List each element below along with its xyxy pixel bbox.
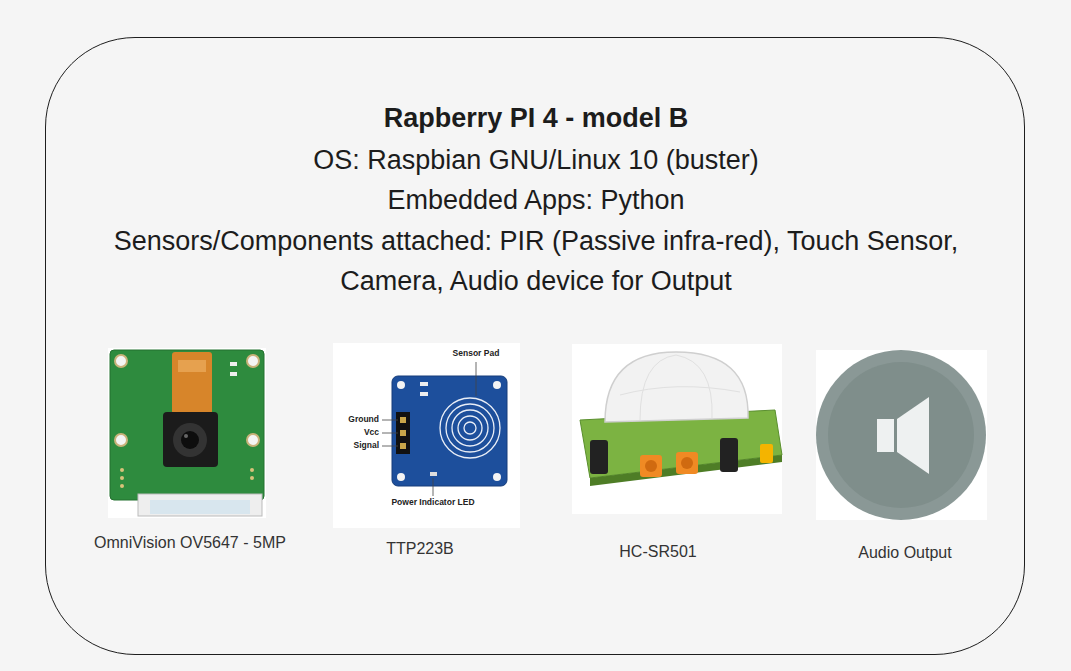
leader-line	[476, 362, 477, 396]
pin-name: Signal	[353, 441, 379, 450]
leader-line	[382, 433, 398, 434]
pin-name: Ground	[348, 415, 379, 424]
board-heading: Rapberry PI 4 - model B	[86, 98, 986, 138]
board-spec-line: Embedded Apps: Python	[86, 180, 986, 220]
pir-sensor-tile: HC-SR501	[559, 344, 757, 559]
part-callout: Sensor Pad	[453, 349, 500, 358]
leader-line	[382, 446, 398, 447]
component-caption: HC-SR501	[559, 542, 757, 562]
pin-name: Vcc	[364, 428, 379, 437]
part-callout: Power Indicator LED	[391, 498, 474, 507]
leader-line	[433, 478, 434, 496]
pir-sensor-picture	[572, 344, 782, 514]
leader-line	[382, 420, 398, 421]
touch-sensor-picture	[333, 343, 520, 528]
component-caption: Audio Output	[803, 543, 1007, 563]
board-spec-line: Sensors/Components attached: PIR (Passiv…	[96, 221, 976, 301]
component-caption: TTP223B	[317, 539, 523, 559]
board-panel: Rapberry PI 4 - model BOS: Raspbian GNU/…	[45, 37, 1025, 655]
touch-sensor-tile: TTP223B	[317, 344, 523, 559]
component-caption: OmniVision OV5647 - 5MP	[81, 533, 299, 553]
board-spec-line: OS: Raspbian GNU/Linux 10 (buster)	[86, 140, 986, 180]
speaker-icon	[816, 350, 987, 520]
camera-tile: OmniVision OV5647 - 5MP	[81, 344, 299, 559]
audio-output-tile: Audio Output	[803, 344, 1007, 559]
camera-module-picture	[108, 348, 266, 518]
